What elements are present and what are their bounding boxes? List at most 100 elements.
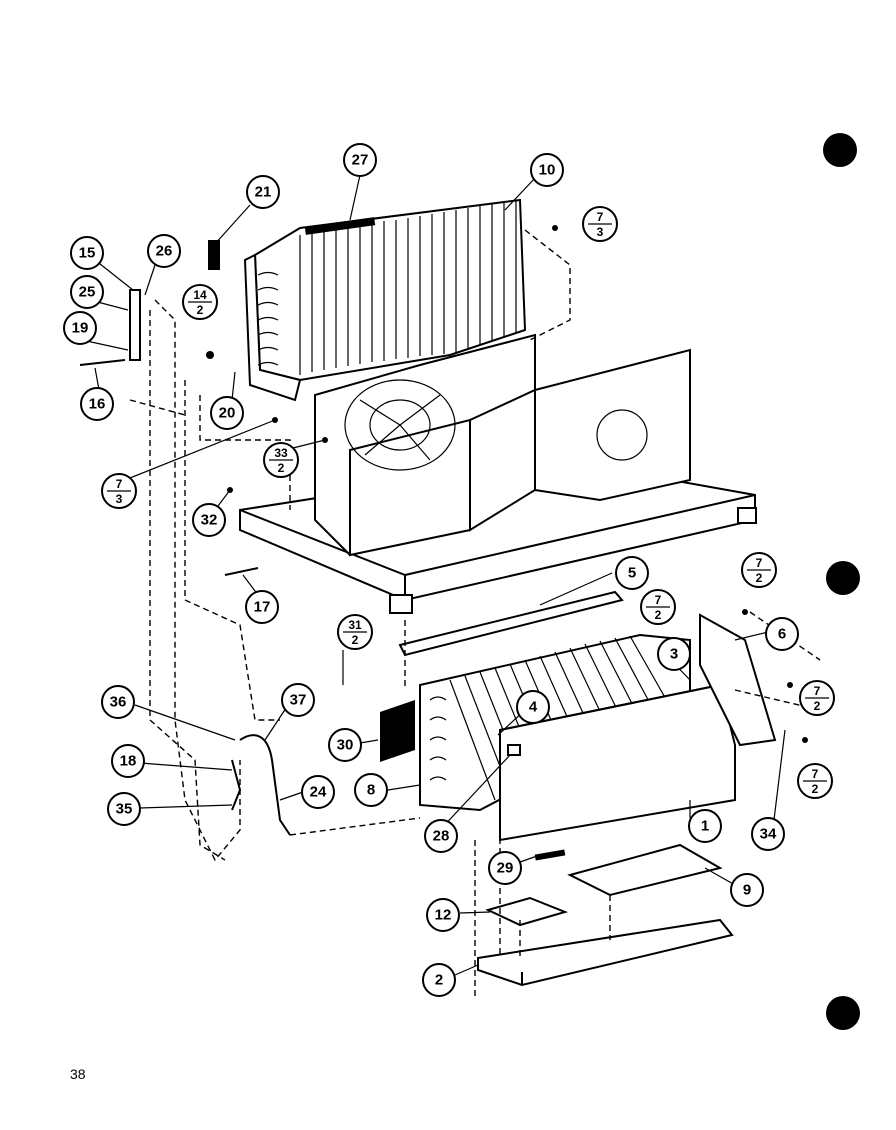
callout-label: 34 [760,826,777,843]
partition-panel [469,348,691,532]
condenser-coil [243,198,527,402]
callout-12: 12 [426,898,460,932]
callout-27: 27 [343,143,377,177]
callout-19: 19 [63,311,97,345]
callout-label: 28 [433,828,450,845]
fraction-denominator: 2 [278,461,285,475]
air-filter [380,700,415,762]
callout-label: 29 [497,860,514,877]
fraction-callout-14-2: 142 [182,284,218,320]
fraction-callout-33-2: 332 [263,442,299,478]
drain-pan [477,918,734,987]
fraction-denominator: 2 [756,571,763,585]
callout-label: 27 [352,152,369,169]
callout-5: 5 [615,556,649,590]
callout-label: 9 [743,882,751,899]
callout-label: 6 [778,626,786,643]
callout-label: 8 [367,782,375,799]
fraction-callout-7-2: 72 [797,763,833,799]
fraction-numerator: 7 [597,210,604,224]
registration-dot-top [823,133,857,167]
callout-label: 18 [120,753,137,770]
fraction-callout-7-2: 72 [741,552,777,588]
page-number: 38 [70,1066,86,1082]
fraction-numerator: 7 [756,556,763,570]
fraction-denominator: 2 [352,633,359,647]
fraction-numerator: 14 [193,288,207,302]
fraction-denominator: 3 [116,492,123,506]
callout-34: 34 [751,817,785,851]
callout-16: 16 [80,387,114,421]
callout-label: 35 [116,801,133,818]
fraction-callout-7-3: 73 [101,473,137,509]
callout-2: 2 [422,963,456,997]
callout-label: 3 [670,646,678,663]
callout-30: 30 [328,728,362,762]
fraction-numerator: 7 [814,684,821,698]
callout-label: 1 [701,818,709,835]
fraction-denominator: 2 [655,608,662,622]
fraction-numerator: 7 [812,767,819,781]
callout-6: 6 [765,617,799,651]
callout-label: 36 [110,694,127,711]
callout-24: 24 [301,775,335,809]
registration-dot-middle [826,561,860,595]
fraction-denominator: 2 [814,699,821,713]
fraction-callout-7-2: 72 [640,589,676,625]
callout-26: 26 [147,234,181,268]
callout-leaders [81,174,786,976]
fraction-denominator: 2 [812,782,819,796]
callout-label: 26 [156,243,173,260]
front-panel [499,683,736,842]
callout-29: 29 [488,851,522,885]
callout-18: 18 [111,744,145,778]
callout-label: 10 [539,162,556,179]
callout-9: 9 [730,873,764,907]
registration-dot-bottom [826,996,860,1030]
fraction-numerator: 31 [348,618,362,632]
insulation-pieces [485,843,723,927]
callout-label: 21 [255,184,272,201]
callout-label: 16 [89,396,106,413]
callout-8: 8 [354,773,388,807]
fraction-denominator: 2 [197,303,204,317]
fraction-callout-31-2: 312 [337,614,373,650]
callout-32: 32 [192,503,226,537]
callout-28: 28 [424,819,458,853]
callout-3: 3 [657,637,691,671]
callout-label: 2 [435,972,443,989]
callout-label: 30 [337,737,354,754]
callout-label: 12 [435,907,452,924]
callout-label: 19 [72,320,89,337]
callout-label: 4 [529,699,538,716]
callout-17: 17 [245,590,279,624]
callout-37: 37 [281,683,315,717]
callout-label: 17 [254,599,271,616]
callout-label: 32 [201,512,218,529]
top-trim-strip [398,590,624,657]
callout-label: 25 [79,284,96,301]
callout-4: 4 [516,690,550,724]
fraction-denominator: 3 [597,225,604,239]
callout-10: 10 [530,153,564,187]
callout-35: 35 [107,792,141,826]
fraction-callout-7-3: 73 [582,206,618,242]
fraction-numerator: 7 [116,477,123,491]
callout-1: 1 [688,809,722,843]
callout-label: 20 [219,405,236,422]
callout-label: 37 [290,692,307,709]
fraction-callout-7-2: 72 [799,680,835,716]
fraction-numerator: 33 [274,446,288,460]
callout-label: 24 [310,784,327,801]
callout-36: 36 [101,685,135,719]
callout-label: 5 [628,565,636,582]
callout-25: 25 [70,275,104,309]
callout-15: 15 [70,236,104,270]
callout-20: 20 [210,396,244,430]
fraction-numerator: 7 [655,593,662,607]
callout-label: 15 [79,245,96,262]
side-bracket [699,613,777,747]
